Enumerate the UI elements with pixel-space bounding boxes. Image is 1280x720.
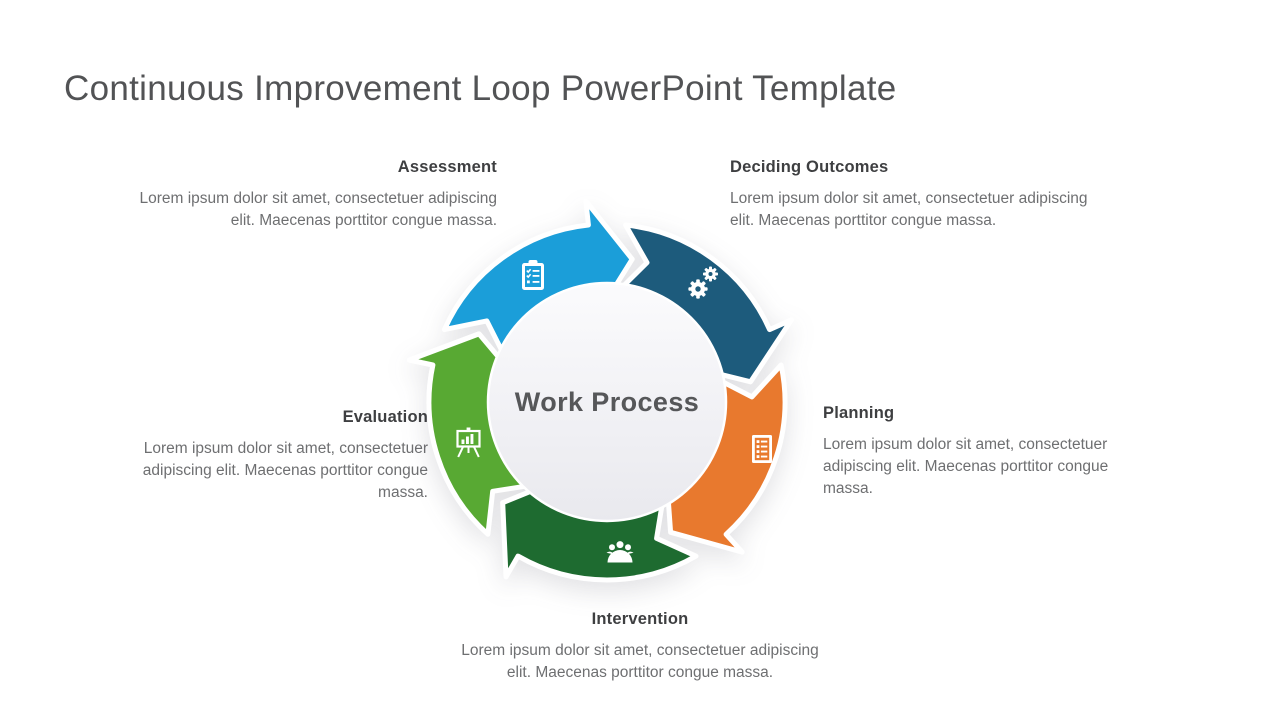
step-description: Lorem ipsum dolor sit amet, consectetuer…: [142, 440, 428, 501]
center-hub-label: Work Process: [514, 387, 700, 417]
presentation-chart-icon: [456, 427, 481, 458]
step-block-assessment: Assessment Lorem ipsum dolor sit amet, c…: [122, 158, 497, 232]
meeting-people-icon: [606, 541, 634, 563]
step-label: Planning: [823, 404, 895, 422]
step-description: Lorem ipsum dolor sit amet, consectetuer…: [461, 642, 819, 681]
step-block-planning: Planning Lorem ipsum dolor sit amet, con…: [823, 404, 1131, 500]
step-block-intervention: Intervention Lorem ipsum dolor sit amet,…: [450, 610, 830, 684]
clipboard-checklist-icon: [522, 260, 544, 290]
step-block-evaluation: Evaluation Lorem ipsum dolor sit amet, c…: [116, 408, 428, 504]
step-label: Intervention: [591, 610, 689, 628]
step-description: Lorem ipsum dolor sit amet, consectetuer…: [139, 190, 497, 229]
step-description: Lorem ipsum dolor sit amet, consectetuer…: [823, 436, 1109, 497]
step-label: Assessment: [397, 158, 497, 176]
step-label: Deciding Outcomes: [730, 158, 889, 176]
document-list-icon: [752, 435, 772, 463]
step-label: Evaluation: [342, 408, 428, 426]
page-title: Continuous Improvement Loop PowerPoint T…: [64, 69, 897, 109]
center-circle: [486, 281, 728, 523]
continuous-improvement-loop-diagram: [406, 198, 794, 583]
gears-icon: [688, 266, 718, 299]
step-description: Lorem ipsum dolor sit amet, consectetuer…: [730, 190, 1088, 229]
step-block-deciding-outcomes: Deciding Outcomes Lorem ipsum dolor sit …: [730, 158, 1108, 232]
